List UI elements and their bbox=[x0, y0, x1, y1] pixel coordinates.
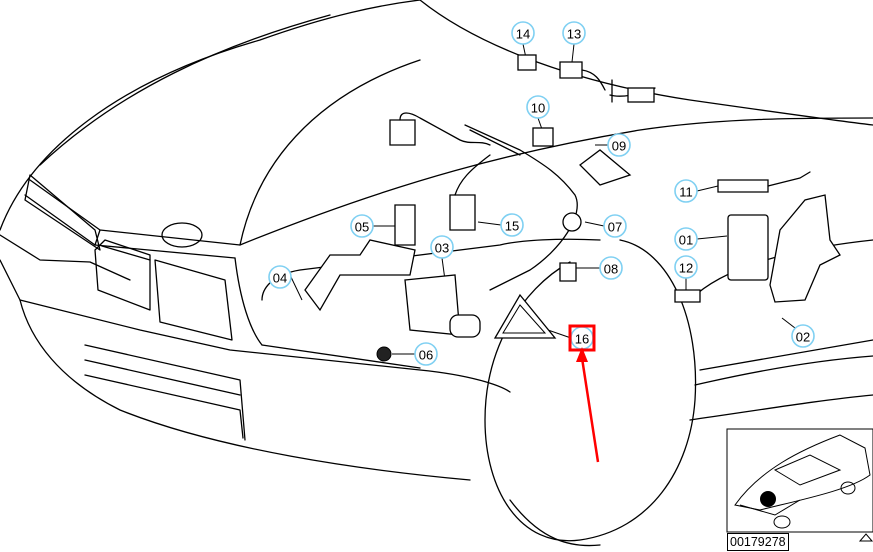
callout-08[interactable]: 08 bbox=[599, 256, 623, 280]
callout-16[interactable]: 16 bbox=[568, 324, 596, 352]
part-15 bbox=[449, 194, 476, 231]
callout-circle bbox=[526, 95, 550, 119]
callout-label: 06 bbox=[419, 348, 433, 363]
part-02 bbox=[769, 194, 841, 303]
parts bbox=[304, 54, 841, 362]
part-12 bbox=[674, 289, 701, 303]
callout-circle bbox=[500, 213, 524, 237]
callout-label: 15 bbox=[505, 219, 519, 234]
callout-label: 05 bbox=[355, 220, 369, 235]
part-number-label: 00179278 bbox=[727, 533, 789, 551]
callout-circle bbox=[414, 342, 438, 366]
callout-14[interactable]: 14 bbox=[511, 21, 535, 45]
highlight-arrow bbox=[580, 357, 600, 463]
cable bbox=[464, 124, 578, 291]
callout-label: 02 bbox=[796, 330, 810, 345]
callout-02[interactable]: 02 bbox=[791, 324, 815, 348]
triangle-icon bbox=[858, 533, 873, 542]
location-marker bbox=[760, 491, 776, 507]
callout-circle bbox=[791, 324, 815, 348]
callout-label: 01 bbox=[679, 233, 693, 248]
part-06 bbox=[376, 346, 392, 362]
callout-circle bbox=[674, 227, 698, 251]
callout-label: 04 bbox=[273, 271, 287, 286]
callout-label: 13 bbox=[567, 27, 581, 42]
callout-04[interactable]: 04 bbox=[268, 265, 292, 289]
callout-label: 09 bbox=[612, 139, 626, 154]
callout-13[interactable]: 13 bbox=[562, 21, 586, 45]
callout-circle bbox=[603, 214, 627, 238]
part-01 bbox=[727, 214, 769, 281]
callout-circle bbox=[268, 265, 292, 289]
callout-11[interactable]: 11 bbox=[674, 179, 698, 203]
callout-label: 10 bbox=[531, 101, 545, 116]
callout-label: 11 bbox=[679, 185, 693, 200]
callout-circle bbox=[430, 235, 454, 259]
part-04 bbox=[304, 239, 416, 312]
callout-circle bbox=[674, 179, 698, 203]
part-07 bbox=[562, 212, 582, 232]
part-08 bbox=[559, 262, 577, 282]
callout-circle bbox=[562, 21, 586, 45]
part-10 bbox=[532, 127, 554, 147]
callout-01[interactable]: 01 bbox=[674, 227, 698, 251]
callout-label: 08 bbox=[604, 262, 618, 277]
callout-circle bbox=[607, 133, 631, 157]
callout-label: 07 bbox=[608, 220, 622, 235]
callout-label: 03 bbox=[435, 241, 449, 256]
actuator bbox=[449, 314, 481, 338]
callout-09[interactable]: 09 bbox=[607, 133, 631, 157]
module-left bbox=[389, 119, 416, 146]
car-location-thumbnail bbox=[726, 428, 873, 542]
part-09 bbox=[579, 149, 632, 186]
callout-label: 12 bbox=[679, 261, 693, 276]
callout-label: 16 bbox=[575, 332, 589, 347]
callout-12[interactable]: 12 bbox=[674, 255, 698, 279]
callout-03[interactable]: 03 bbox=[430, 235, 454, 259]
callout-06[interactable]: 06 bbox=[414, 342, 438, 366]
part-05 bbox=[394, 204, 416, 246]
callout-05[interactable]: 05 bbox=[350, 214, 374, 238]
callout-15[interactable]: 15 bbox=[500, 213, 524, 237]
callout-circle bbox=[350, 214, 374, 238]
callout-label: 14 bbox=[516, 27, 530, 42]
callout-10[interactable]: 10 bbox=[526, 95, 550, 119]
callouts: 14 13 10 09 11 05 15 07 03 01 04 08 12 16 06 02 bbox=[268, 21, 815, 366]
callout-circle bbox=[511, 21, 535, 45]
part-13b bbox=[627, 87, 655, 103]
callout-circle bbox=[674, 255, 698, 279]
part-14 bbox=[517, 54, 537, 71]
part-13 bbox=[559, 61, 583, 79]
highlight-arrowhead bbox=[576, 347, 588, 362]
callout-07[interactable]: 07 bbox=[603, 214, 627, 238]
callout-circle bbox=[599, 256, 623, 280]
leader-lines bbox=[290, 43, 796, 355]
part-11 bbox=[717, 179, 769, 193]
